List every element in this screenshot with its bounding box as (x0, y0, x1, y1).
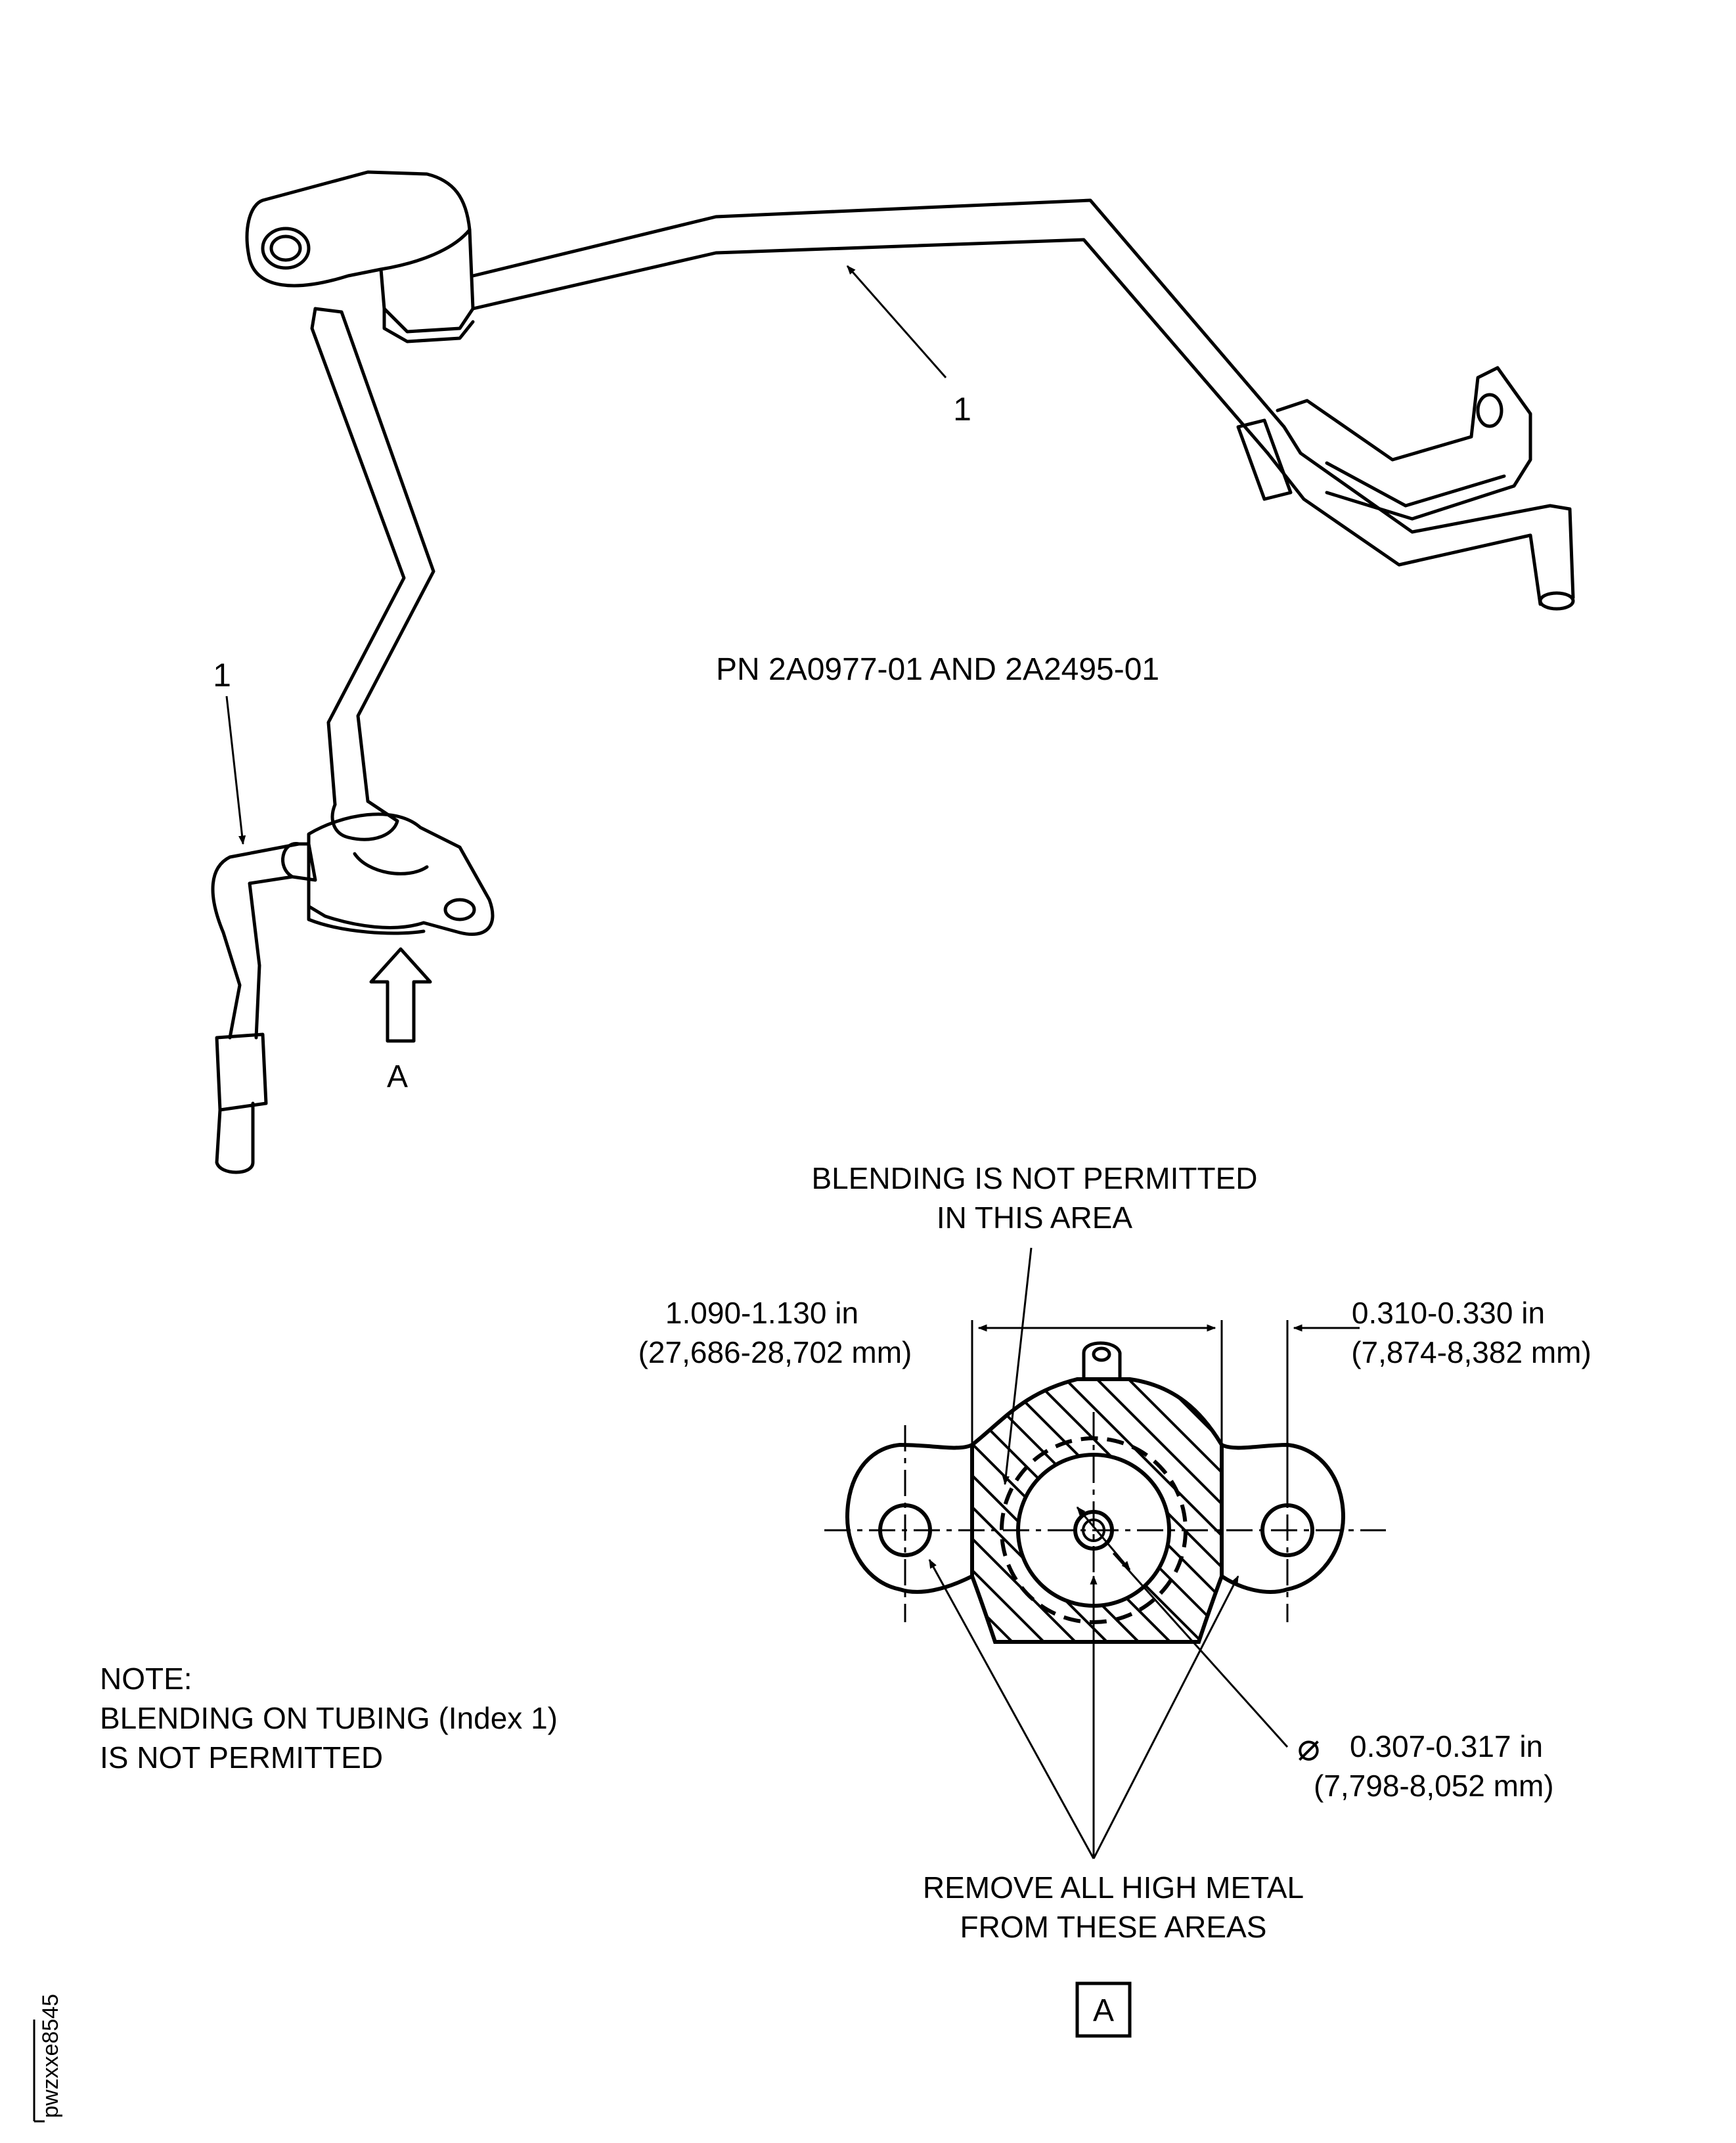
index-number-upper: 1 (953, 391, 971, 428)
view-box-label: A (1075, 1981, 1132, 2038)
note-line1: BLENDING ON TUBING (Index 1) (100, 1701, 558, 1735)
index-number-left: 1 (213, 657, 231, 694)
callout-upper: 1 (846, 265, 971, 428)
view-arrow: A (369, 947, 432, 1094)
descending-tube (310, 307, 435, 806)
width-dimension-mm: (27,686-28,702 mm) (638, 1335, 912, 1369)
blending-label: BLENDING IS NOT PERMITTED IN THIS AREA (811, 1161, 1257, 1235)
ear-dimension-label: 0.310-0.330 in (7,874-8,382 mm) (1351, 1296, 1591, 1369)
note-line2: IS NOT PERMITTED (100, 1740, 383, 1775)
figure-id-text: pwzxxe8545 (38, 1994, 63, 2118)
width-dimension-label: 1.090-1.130 in (27,686-28,702 mm) (638, 1296, 912, 1369)
callout-left: 1 (213, 657, 246, 845)
main-tube (471, 198, 1575, 611)
diameter-symbol: ⌀ (1297, 1726, 1320, 1769)
remove-metal-line2: FROM THESE AREAS (960, 1910, 1267, 1944)
remove-metal-label: REMOVE ALL HIGH METAL FROM THESE AREAS (923, 1870, 1304, 1944)
remove-metal-line1: REMOVE ALL HIGH METAL (923, 1870, 1304, 1905)
view-box-letter: A (1093, 1993, 1114, 2028)
lower-left-tube (211, 842, 301, 1174)
tube-assembly (211, 170, 1575, 1174)
upper-left-bracket (245, 170, 475, 343)
right-bracket (1276, 366, 1532, 521)
diameter-inch: 0.307-0.317 in (1350, 1729, 1543, 1763)
view-arrow-label: A (387, 1059, 408, 1094)
detail-view-a (824, 1247, 1386, 1859)
note-block: NOTE: BLENDING ON TUBING (Index 1) IS NO… (100, 1662, 558, 1775)
ear-dimension-mm: (7,874-8,382 mm) (1351, 1335, 1591, 1369)
blending-label-line2: IN THIS AREA (937, 1201, 1133, 1235)
ear-dimension-inch: 0.310-0.330 in (1352, 1296, 1545, 1330)
diameter-mm: (7,798-8,052 mm) (1314, 1769, 1554, 1803)
width-dimension-inch: 1.090-1.130 in (665, 1296, 858, 1330)
blending-label-line1: BLENDING IS NOT PERMITTED (811, 1161, 1257, 1195)
diameter-dimension-label: ⌀ 0.307-0.317 in (7,798-8,052 mm) (1297, 1726, 1554, 1803)
flange-fitting (281, 799, 495, 937)
part-number-label: PN 2A0977-01 AND 2A2495-01 (716, 652, 1159, 687)
figure-id: pwzxxe8545 (33, 1994, 63, 2123)
note-heading: NOTE: (100, 1662, 192, 1696)
